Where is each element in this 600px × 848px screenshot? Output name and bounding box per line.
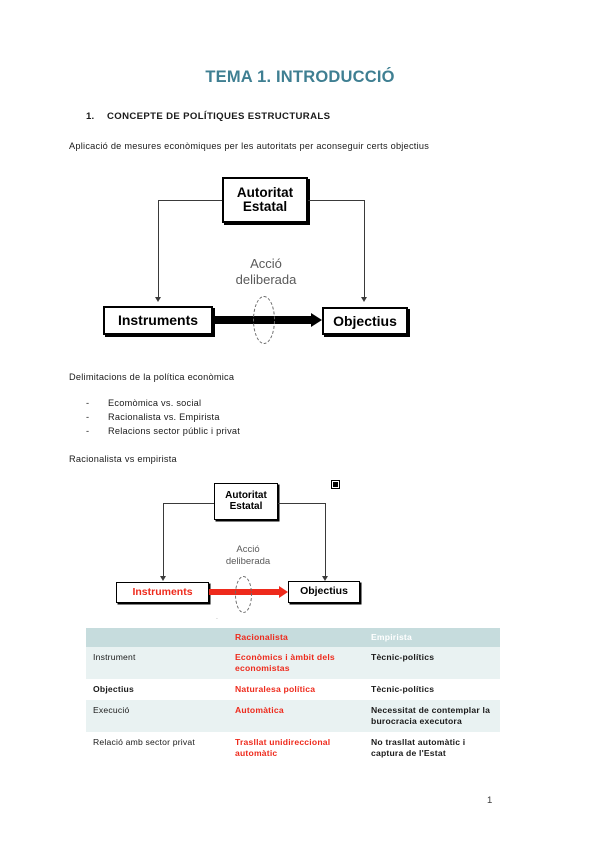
diagram-one-left-connector-horizontal xyxy=(158,200,222,201)
table-cell-label: Objectius xyxy=(86,679,228,700)
diagram-one-left-arrowhead xyxy=(155,297,161,302)
diagram-two-left-arrowhead xyxy=(160,576,166,581)
table-cell-racionalista: Naturalesa política xyxy=(228,679,364,700)
action-label-line2: deliberada xyxy=(225,555,271,567)
diagram-two-left-connector-vertical xyxy=(163,503,164,578)
authority-label-line1: Autoritat xyxy=(236,184,294,200)
instruments-label: Instruments xyxy=(132,585,193,598)
racionalista-heading: Racionalista vs empirista xyxy=(69,454,177,464)
diagram-two-right-connector-vertical xyxy=(325,503,326,578)
comparison-table: Racionalista Empirista Instrument Econòm… xyxy=(86,628,500,764)
section-number: 1. xyxy=(86,111,95,122)
table-row: Relació amb sector privat Trasllat unidi… xyxy=(86,732,500,764)
diagram-two-authority-box: Autoritat Estatal xyxy=(214,483,278,520)
table-cell-label: Instrument xyxy=(86,647,228,679)
page-title: TEMA 1. INTRODUCCIÓ xyxy=(205,68,395,86)
table-header-racionalista: Racionalista xyxy=(228,628,364,647)
diagram-two-red-arrow-head xyxy=(279,586,288,598)
diagram-one-right-arrowhead xyxy=(361,297,367,302)
action-label-line2: deliberada xyxy=(235,271,297,287)
table-cell-label: Execució xyxy=(86,700,228,732)
table-row: Execució Automàtica Necessitat de contem… xyxy=(86,700,500,732)
action-label-line1: Acció xyxy=(236,544,260,555)
page-number: 1 xyxy=(487,795,493,806)
list-item-label: Ecomòmica vs. social xyxy=(108,398,202,408)
intro-paragraph: Aplicació de mesures econòmiques per les… xyxy=(69,141,430,151)
diagram-one-left-connector-vertical xyxy=(158,200,159,298)
table-cell-label: Relació amb sector privat xyxy=(86,732,228,764)
diagram-one-objectius-box: Objectius xyxy=(322,307,408,335)
list-item-label: Relacions sector públic i privat xyxy=(108,426,241,436)
authority-label-line2: Estatal xyxy=(229,500,263,512)
diagram-one-dashed-ellipse xyxy=(253,296,275,344)
table-header-row: Racionalista Empirista xyxy=(86,628,500,647)
table-cell-empirista: No trasllat automàtic i captura de l'Est… xyxy=(364,732,500,764)
objectius-label: Objectius xyxy=(300,585,348,598)
diagram-two-dashed-ellipse xyxy=(235,576,252,613)
stray-mark-icon: . xyxy=(216,614,218,621)
diagram-one: Autoritat Estatal Acció deliberada Instr… xyxy=(0,0,600,360)
authority-label-line2: Estatal xyxy=(242,199,288,214)
table-cell-racionalista: Trasllat unidireccional automàtic xyxy=(228,732,364,764)
diagram-two-right-arrowhead xyxy=(322,576,328,581)
instruments-label: Instruments xyxy=(117,312,199,329)
bullet-dash-icon: - xyxy=(86,412,90,422)
objectius-label: Objectius xyxy=(333,312,397,329)
diagram-one-action-label: Acció deliberada xyxy=(212,256,320,288)
diagram-one-right-connector-vertical xyxy=(364,200,365,298)
list-item-label: Racionalista vs. Empirista xyxy=(108,412,220,422)
diagram-two-instruments-box: Instruments xyxy=(116,582,209,603)
diagram-one-authority-box: Autoritat Estatal xyxy=(222,177,308,223)
table-cell-racionalista: Automàtica xyxy=(228,700,364,732)
table-row: Instrument Econòmics i àmbit dels econom… xyxy=(86,647,500,679)
square-bullet-icon xyxy=(331,480,340,489)
action-label-line1: Acció xyxy=(250,256,282,271)
diagram-one-instruments-box: Instruments xyxy=(103,306,213,335)
diagram-two: Autoritat Estatal Acció deliberada Instr… xyxy=(116,480,360,613)
table-cell-empirista: Necessitat de contemplar la burocracia e… xyxy=(364,700,500,732)
table-cell-empirista: Tècnic-polítics xyxy=(364,679,500,700)
bullet-dash-icon: - xyxy=(86,426,90,436)
diagram-two-right-connector-horizontal xyxy=(278,503,326,504)
diagram-two-action-label: Acció deliberada xyxy=(203,544,293,567)
table-header-blank xyxy=(86,628,228,647)
table-cell-racionalista: Econòmics i àmbit dels economistas xyxy=(228,647,364,679)
delimitacions-heading: Delimitacions de la política econòmica xyxy=(69,372,235,382)
diagram-one-right-connector-horizontal xyxy=(308,200,365,201)
diagram-one-thick-arrow-head xyxy=(311,313,322,327)
diagram-two-objectius-box: Objectius xyxy=(288,581,360,603)
section-heading: CONCEPTE DE POLÍTIQUES ESTRUCTURALS xyxy=(107,111,331,122)
table-header-empirista: Empirista xyxy=(364,628,500,647)
table-cell-empirista: Tècnic-polítics xyxy=(364,647,500,679)
table-row: Objectius Naturalesa política Tècnic-pol… xyxy=(86,679,500,700)
diagram-two-left-connector-horizontal xyxy=(163,503,214,504)
authority-label-line1: Autoritat xyxy=(225,490,267,501)
bullet-dash-icon: - xyxy=(86,398,90,408)
